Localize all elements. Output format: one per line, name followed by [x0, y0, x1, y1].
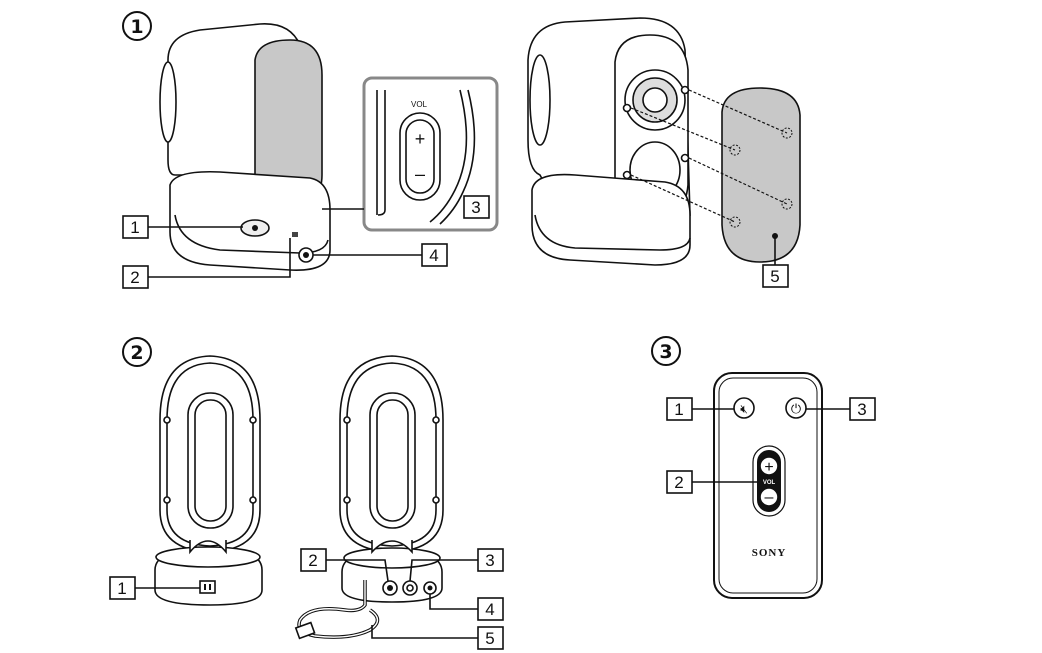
inset-plus: + [415, 129, 426, 149]
section-1-callout-5 [762, 264, 789, 288]
section-2-callout-3: 3 [409, 548, 504, 582]
speaker-rear-left [154, 355, 263, 606]
section-1-callout-2: 2 [122, 238, 291, 289]
sony-logo: SONY [752, 547, 787, 559]
muting-icon: 🔇︎ [740, 402, 748, 416]
section-1: 1 1 2 4 [122, 11, 801, 289]
section-2-callout-4: 4 [429, 594, 504, 621]
svg-text:1: 1 [674, 400, 683, 419]
cable-plug [294, 621, 316, 640]
section-3-callout-1: 1 [666, 397, 734, 421]
section-3: 3 🔇︎ ⏻ + – VOL SONY 1 2 [651, 336, 876, 599]
inset-minus: – [415, 164, 425, 184]
svg-text:1: 1 [130, 218, 139, 237]
speaker-rear-right [294, 355, 444, 640]
section-3-marker [651, 336, 681, 366]
section-2-number: 2 [130, 342, 143, 364]
front-grille-detached: 5 [630, 87, 801, 288]
speaker-front-view [159, 23, 331, 271]
speaker-grille-removed [527, 17, 691, 266]
remote-control: 🔇︎ ⏻ + – VOL SONY [713, 372, 823, 599]
inset-vol-label: VOL [411, 100, 428, 109]
volume-inset: VOL + – 3 [322, 76, 499, 232]
section-3-callout-2: 2 [666, 470, 757, 494]
section-2-callout-1: 1 [109, 576, 200, 600]
svg-text:3: 3 [857, 400, 866, 419]
svg-text:5: 5 [485, 629, 494, 648]
section-2: 2 1 [109, 337, 504, 650]
svg-text:2: 2 [308, 551, 317, 570]
remote-plus: + [764, 459, 773, 476]
svg-text:4: 4 [485, 600, 494, 619]
svg-text:5: 5 [770, 267, 779, 286]
remote-vol-label: VOL [763, 480, 776, 486]
section-3-callout-3: 3 [806, 397, 876, 421]
power-inlet [199, 580, 216, 594]
section-2-callout-5: 5 [371, 625, 504, 650]
svg-text:2: 2 [674, 473, 683, 492]
remote-power-button [785, 397, 807, 419]
svg-text:1: 1 [117, 579, 126, 598]
section-1-number: 1 [130, 16, 143, 38]
section-1-callout-1: 1 [122, 215, 243, 239]
svg-text:3: 3 [471, 198, 480, 217]
svg-text:2: 2 [130, 268, 139, 287]
svg-text:3: 3 [485, 551, 494, 570]
remote-minus: – [765, 489, 774, 506]
section-1-callout-3 [463, 195, 490, 219]
power-icon: ⏻ [791, 401, 801, 416]
section-3-number: 3 [659, 341, 672, 363]
svg-text:4: 4 [429, 246, 438, 265]
section-1-marker [122, 11, 152, 41]
section-1-callout-4: 4 [313, 243, 448, 267]
section-2-callout-2: 2 [300, 548, 389, 582]
section-2-marker [122, 337, 152, 367]
muting-button [733, 397, 755, 419]
